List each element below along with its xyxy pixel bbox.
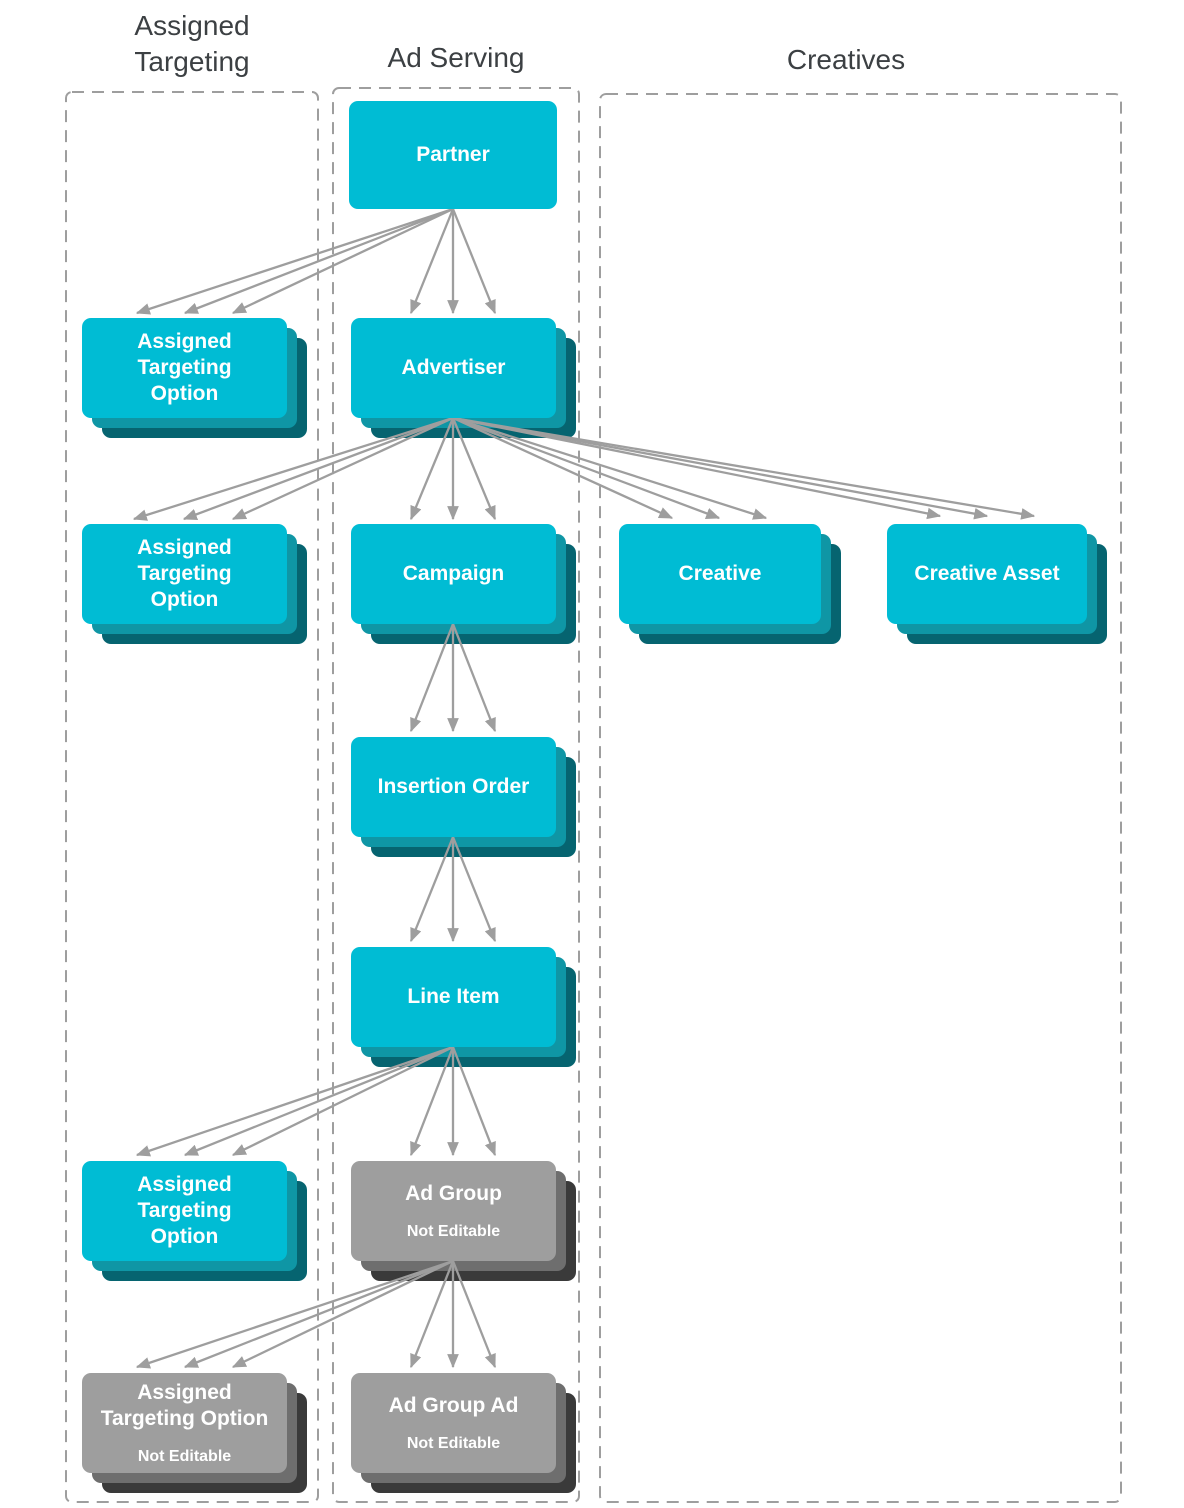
node-label: Ad Group <box>405 1181 502 1205</box>
edge-advertiser-to-creative-asset <box>452 416 1036 520</box>
edge-advertiser-to-campaign <box>409 417 455 521</box>
node-label: Campaign <box>402 561 505 585</box>
node-sublabel: Not Editable <box>406 1435 501 1453</box>
edge-advertiser-to-creative-asset <box>452 416 989 520</box>
column-border-assigned-targeting <box>65 91 319 1503</box>
node-advertiser: Advertiser <box>351 318 556 418</box>
node-creative-asset: Creative Asset <box>887 524 1087 624</box>
node-sublabel: Not Editable <box>137 1448 232 1466</box>
column-border-ad-serving <box>332 87 580 1503</box>
edge-advertiser-to-campaign <box>451 417 497 521</box>
node-line-item: Line Item <box>351 947 556 1047</box>
node-label: Creative Asset <box>914 561 1060 585</box>
node-label: Partner <box>416 142 490 166</box>
node-assigned-targeting-option-3: Assigned Targeting Option <box>82 1161 287 1261</box>
edge-ad-group-to-ad-group-ad <box>409 1260 455 1369</box>
edge-advertiser-to-creative <box>452 416 721 520</box>
node-partner: Partner <box>349 101 557 209</box>
node-creative: Creative <box>619 524 821 624</box>
node-label: Line Item <box>407 984 500 1008</box>
edge-partner-to-advertiser <box>451 208 497 315</box>
column-borders <box>65 87 1122 1503</box>
node-campaign: Campaign <box>351 524 556 624</box>
edge-advertiser-to-assigned-targeting-option-2 <box>132 416 454 521</box>
edge-line-item-to-assigned-targeting-option-3 <box>183 1045 454 1157</box>
edge-partner-to-assigned-targeting-option-1 <box>183 207 454 315</box>
edge-advertiser-to-assigned-targeting-option-2 <box>231 416 454 521</box>
node-assigned-targeting-option-2: Assigned Targeting Option <box>82 524 287 624</box>
edge-line-item-to-ad-group <box>451 1046 497 1157</box>
node-insertion-order: Insertion Order <box>351 737 556 837</box>
edge-partner-to-assigned-targeting-option-1 <box>231 207 454 315</box>
edge-advertiser-to-creative <box>452 416 768 520</box>
edge-insertion-order-to-line-item <box>451 836 497 943</box>
edge-line-item-to-assigned-targeting-option-3 <box>135 1045 454 1157</box>
node-assigned-targeting-option-1: Assigned Targeting Option <box>82 318 287 418</box>
edge-advertiser-to-creative-asset <box>452 416 942 520</box>
node-ad-group-ad: Ad Group Ad Not Editable <box>351 1373 556 1473</box>
node-label: Ad Group Ad <box>388 1393 519 1417</box>
edge-advertiser-to-creative <box>452 416 674 520</box>
column-border-creatives <box>599 93 1122 1503</box>
edge-ad-group-to-assigned-targeting-option-4 <box>183 1259 454 1369</box>
edge-line-item-to-assigned-targeting-option-3 <box>231 1045 454 1157</box>
edge-line-item-to-ad-group <box>409 1046 455 1157</box>
edge-ad-group-to-assigned-targeting-option-4 <box>231 1259 454 1369</box>
edge-campaign-to-insertion-order <box>409 623 455 733</box>
edge-advertiser-to-assigned-targeting-option-2 <box>182 416 454 521</box>
node-label: Assigned Targeting Option <box>137 1172 232 1249</box>
edge-ad-group-to-ad-group-ad <box>451 1260 497 1369</box>
edge-partner-to-advertiser <box>409 208 455 315</box>
edge-ad-group-to-assigned-targeting-option-4 <box>135 1259 454 1369</box>
node-label: Assigned Targeting Option <box>137 329 232 406</box>
node-sublabel: Not Editable <box>406 1223 501 1241</box>
edge-partner-to-assigned-targeting-option-1 <box>135 207 454 315</box>
node-label: Assigned Targeting Option <box>100 1380 269 1430</box>
column-title-creatives: Creatives <box>786 44 906 75</box>
column-title-ad-serving: Ad Serving <box>387 42 525 73</box>
node-label: Creative <box>678 561 762 585</box>
edge-lines <box>132 207 1036 1369</box>
node-label: Advertiser <box>401 355 506 379</box>
node-label: Assigned Targeting Option <box>137 535 232 612</box>
edge-insertion-order-to-line-item <box>409 836 455 943</box>
node-label: Insertion Order <box>377 774 530 798</box>
edge-campaign-to-insertion-order <box>451 623 497 733</box>
column-title-assigned-targeting: Assigned Targeting <box>134 10 250 78</box>
